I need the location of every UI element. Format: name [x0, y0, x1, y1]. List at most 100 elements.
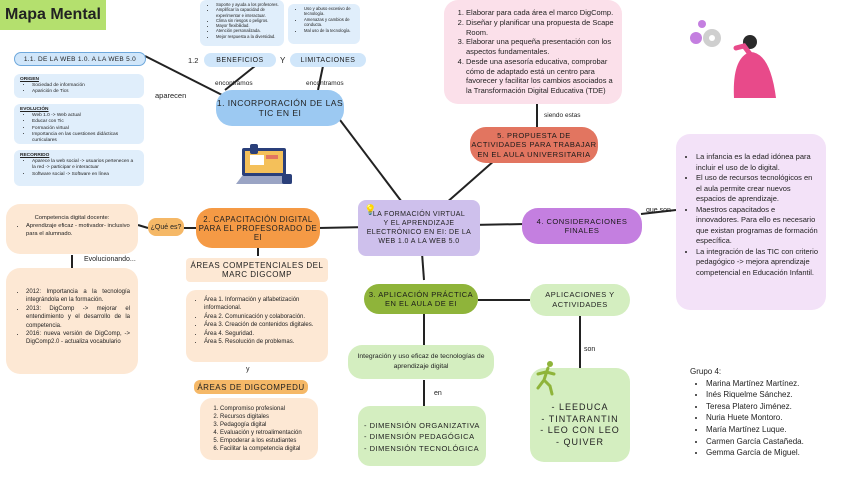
benefits-list-box: Soporte y ayuda a los profesores. Amplif…: [200, 0, 284, 46]
competencia-definition-box: Competencia digital docente: Aprendizaje…: [6, 204, 138, 254]
list-item: Gemma García de Miguel.: [706, 447, 840, 459]
evolucion-box: EVOLUCIÓN Web 1.0 -> Web actual Educar c…: [14, 104, 144, 144]
areas-competenciales-heading: ÁREAS COMPETENCIALES DEL MARC DIGCOMP: [186, 258, 328, 282]
page-title: Mapa Mental: [0, 0, 106, 30]
list-item: María Martínez Luque.: [706, 424, 840, 436]
list-item: Empoderar a los estudiantes: [220, 437, 312, 445]
group-members: Grupo 4: Marina Martínez Martínez. Inés …: [690, 366, 840, 459]
title-text: Mapa Mental: [4, 6, 101, 23]
conjunction-y-lower: y: [246, 366, 250, 373]
list-item: Elaborar para cada área el marco DigComp…: [466, 8, 614, 18]
list-item: Aparece la web social -> usuarios perten…: [32, 159, 138, 171]
dimension-item: - DIMENSIÓN ORGANIZATIVA: [364, 421, 480, 430]
list-item: 2016: nueva versión de DigComp, -> DigCo…: [26, 330, 130, 347]
list-item: El uso de recursos tecnológicos en el au…: [696, 173, 818, 205]
node-1-incorporacion-tic: 1. INCORPORACIÓN DE LAS TIC EN EI: [216, 90, 344, 126]
app-item: - QUIVER: [555, 437, 604, 448]
list-item: 2013: DigComp -> mejorar el entendimient…: [26, 305, 130, 330]
connector-aparecen: aparecen: [155, 91, 187, 100]
conjunction-y: Y: [280, 56, 286, 65]
list-item: Formación virtual: [32, 126, 138, 132]
connector-encontramos-benefits: encontramos: [215, 80, 253, 87]
dimension-item: - DIMENSIÓN PEDAGÓGICA: [364, 432, 475, 442]
connector-encontramos-limits: encontramos: [306, 80, 344, 87]
list-item: Compromiso profesional: [220, 405, 312, 413]
list-item: La infancia es la edad idónea para inclu…: [696, 152, 818, 173]
list-item: Amplificar la capacidad de experimentar …: [216, 7, 280, 18]
origen-box: ORIGEN Sociedad de información Aparición…: [14, 74, 144, 98]
apps-activities-label: APLICACIONES Y ACTIVIDADES: [530, 284, 630, 316]
connector-que-son: que son: [646, 207, 671, 214]
list-item: Área 1. Información y alfabetización inf…: [204, 296, 322, 313]
list-item: Área 5. Resolución de problemas.: [204, 338, 322, 346]
list-item: Nuria Huete Montoro.: [706, 412, 840, 424]
app-item: - TINTARANTIN: [541, 413, 619, 424]
dimensions-box: - DIMENSIÓN ORGANIZATIVA - DIMENSIÓN PED…: [358, 406, 486, 466]
list-item: Inés Riquelme Sánchez.: [706, 389, 840, 401]
connector-siendo-estas: siendo estas: [544, 112, 581, 119]
list-item: Mal uso de la tecnología.: [304, 28, 356, 33]
benefits-label: BENEFICIOS: [204, 53, 276, 67]
list-item: Facilitar la competencia digital: [220, 445, 312, 453]
node-3-aplicacion-practica: 3. APLICACIÓN PRÁCTICA EN EL AULA DE EI: [364, 284, 478, 314]
list-item: Web 1.0 -> Web actual: [32, 113, 138, 119]
app-item: - LEEDUCA: [551, 402, 609, 412]
central-topic: LA FORMACIÓN VIRTUAL Y EL APRENDIZAJE EL…: [358, 200, 480, 256]
list-item: Marina Martínez Martínez.: [706, 378, 840, 390]
list-item: Evaluación y retroalimentación: [220, 429, 312, 437]
list-item: Aprendizaje eficaz - motivador- inclusiv…: [26, 223, 130, 239]
list-item: Uso y abuso excesivo de tecnología.: [304, 6, 356, 17]
dimension-item: - DIMENSIÓN TECNOLÓGICA: [364, 443, 480, 453]
apps-list-box: - LEEDUCA - TINTARANTIN - LEO CON LEO - …: [530, 368, 630, 462]
group-title: Grupo 4:: [690, 367, 722, 376]
digcompedu-heading: ÁREAS DE DIGCOMPEDU: [194, 380, 308, 394]
recorrido-box: RECORRIDO Aparece la web social -> usuar…: [14, 150, 144, 186]
limits-label: LIMITACIONES: [290, 53, 366, 67]
list-item: Maestros capacitados e innovadores. Para…: [696, 205, 818, 247]
list-item: Sociedad de información: [32, 83, 138, 89]
origen-heading: ORIGEN: [20, 77, 39, 82]
section-number-1-2: 1.2: [188, 56, 199, 65]
evolution-timeline-box: 2012: Importancia a la tecnología integr…: [6, 268, 138, 374]
competencia-title: Competencia digital docente:: [34, 215, 110, 221]
list-item: Área 3. Creación de contenidos digitales…: [204, 321, 322, 329]
list-item: Teresa Platero Jiménez.: [706, 401, 840, 413]
connector-son: son: [584, 346, 596, 353]
recorrido-heading: RECORRIDO: [20, 153, 50, 158]
list-item: 2012: Importancia a la tecnología integr…: [26, 288, 130, 305]
lightbulb-icon: 💡: [364, 205, 377, 216]
list-item: Aparición de Tics: [32, 89, 138, 95]
list-item: Educar con Tic: [32, 119, 138, 125]
list-item: Área 4. Seguridad.: [204, 330, 322, 338]
digcompedu-box: Compromiso profesional Recursos digitale…: [200, 398, 318, 460]
list-item: Carmen García Castañeda.: [706, 436, 840, 448]
list-item: Clima sin riesgos o peligros.: [216, 18, 280, 23]
evolucionando-label: Evolucionando...: [84, 256, 136, 263]
activities-proposal-box: Elaborar para cada área el marco DigComp…: [444, 0, 622, 104]
evolucion-heading: EVOLUCIÓN: [20, 107, 49, 112]
list-item: Software social -> Software en línea: [32, 172, 138, 178]
app-item: - LEO CON LEO: [540, 425, 620, 436]
areas-competenciales-box: Área 1. Información y alfabetización inf…: [186, 290, 328, 362]
node-4-consideraciones-finales: 4. CONSIDERACIONES FINALES: [522, 208, 642, 244]
list-item: Diseñar y planificar una propuesta de Sc…: [466, 18, 614, 38]
person-illustration: [690, 20, 776, 98]
final-considerations-box: La infancia es la edad idónea para inclu…: [676, 134, 826, 310]
list-item: Atención personalizada.: [216, 28, 280, 33]
list-item: Importancia en las cuestiones didácticas…: [32, 132, 138, 144]
node-2-capacitacion-digital: 2. CAPACITACIÓN DIGITAL PARA EL PROFESOR…: [196, 208, 320, 248]
node-5-propuesta-actividades: 5. PROPUESTA DE ACTIVIDADES PARA TRABAJA…: [470, 127, 598, 163]
list-item: Área 2. Comunicación y colaboración.: [204, 313, 322, 321]
web-evolution-label: 1.1. DE LA WEB 1.0. A LA WEB 5.0: [14, 52, 146, 66]
list-item: Mejor respuesta a la diversidad.: [216, 34, 280, 39]
question-que-es: ¿Qué es?: [148, 218, 184, 236]
limits-list-box: Uso y abuso excesivo de tecnología. Amen…: [288, 4, 360, 44]
list-item: Pedagogía digital: [220, 421, 312, 429]
integration-box: Integración y uso eficaz de tecnologías …: [348, 345, 494, 379]
connector-en: en: [434, 390, 442, 397]
list-item: Recursos digitales: [220, 413, 312, 421]
list-item: Desde una asesoría educativa, comprobar …: [466, 57, 614, 96]
laptop-icon: [236, 144, 292, 184]
list-item: La integración de las TIC con criterio p…: [696, 247, 818, 279]
list-item: Mayor flexibilidad.: [216, 23, 280, 28]
